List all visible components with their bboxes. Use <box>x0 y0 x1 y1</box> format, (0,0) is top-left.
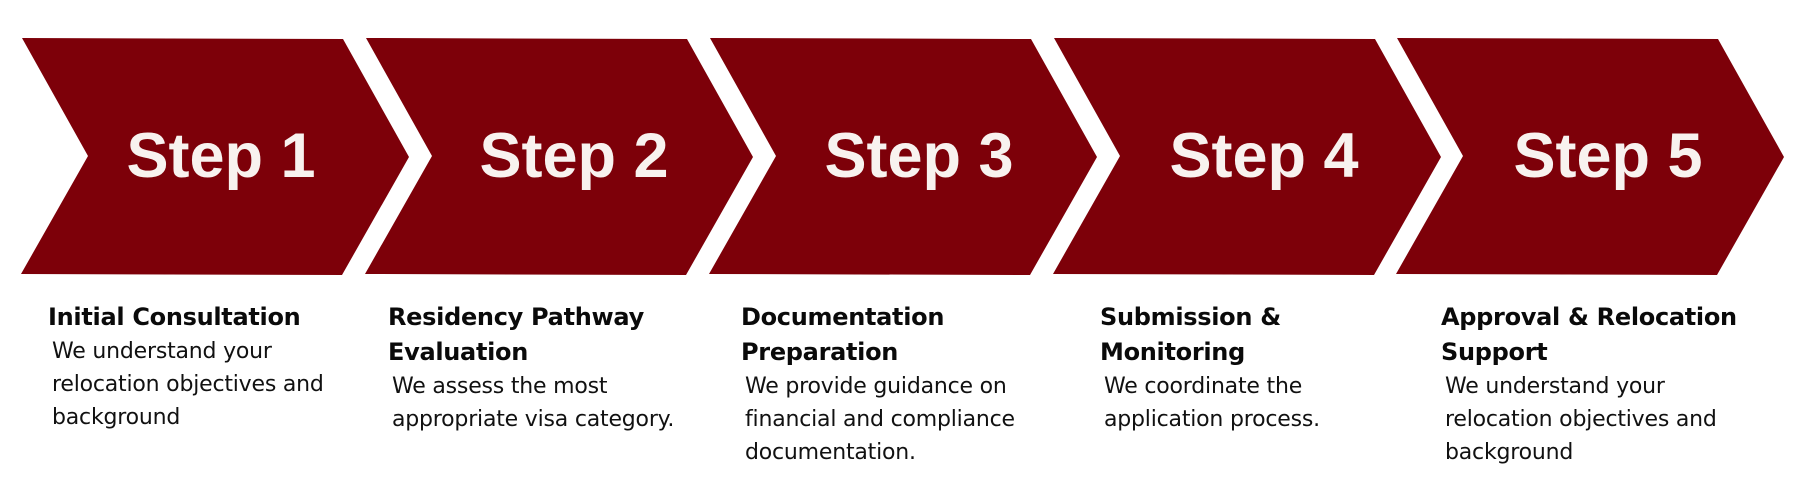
step-4-title: Submission & Monitoring <box>1100 303 1281 366</box>
step-1-description: Initial Consultation We understand your … <box>48 300 348 434</box>
step-5-body: We understand your relocation objectives… <box>1445 374 1717 465</box>
step-1-body: We understand your relocation objectives… <box>52 339 324 430</box>
chevron-step-5 <box>1396 38 1784 275</box>
step-1-label: Step 1 <box>126 121 316 191</box>
step-2-body: We assess the most appropriate visa cate… <box>392 374 675 432</box>
step-3-description: Documentation Preparation We provide gui… <box>741 300 1041 469</box>
chevron-step-3 <box>709 38 1097 275</box>
step-3-label: Step 3 <box>824 121 1014 191</box>
step-5-description: Approval & Relocation Support We underst… <box>1441 300 1751 469</box>
step-4-body: We coordinate the application process. <box>1104 374 1320 432</box>
process-chevrons <box>21 38 1784 275</box>
step-2-description: Residency Pathway Evaluation We assess t… <box>388 300 698 436</box>
chevron-step-4 <box>1053 38 1441 275</box>
chevron-step-1 <box>21 38 409 275</box>
step-3-title: Documentation Preparation <box>741 303 945 366</box>
step-5-label: Step 5 <box>1513 121 1703 191</box>
step-4-description: Submission & Monitoring We coordinate th… <box>1100 300 1350 436</box>
step-2-title: Residency Pathway Evaluation <box>388 303 644 366</box>
step-2-label: Step 2 <box>479 121 669 191</box>
step-1-title: Initial Consultation <box>48 303 301 331</box>
chevron-step-2 <box>365 38 753 275</box>
step-4-label: Step 4 <box>1169 121 1359 191</box>
step-5-title: Approval & Relocation Support <box>1441 303 1737 366</box>
step-3-body: We provide guidance on financial and com… <box>745 374 1015 465</box>
